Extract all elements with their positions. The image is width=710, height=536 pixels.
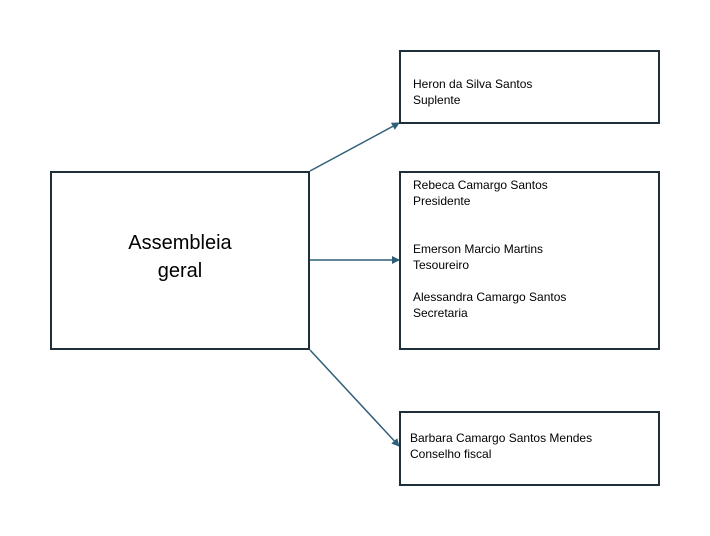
tesoureiro-name: Emerson Marcio Martins	[413, 242, 544, 256]
conselho-fiscal-name: Barbara Camargo Santos Mendes	[410, 431, 593, 445]
suplente-entry: Heron da Silva Santos Suplente	[413, 76, 532, 108]
suplente-name: Heron da Silva Santos	[413, 77, 533, 91]
presidente-entry: Rebeca Camargo Santos Presidente	[413, 177, 548, 209]
suplente-role: Suplente	[413, 93, 461, 107]
suplente-box: Heron da Silva Santos Suplente	[399, 50, 660, 124]
conselho-fiscal-role: Conselho fiscal	[410, 447, 492, 461]
presidente-name: Rebeca Camargo Santos	[413, 178, 548, 192]
secretaria-entry: Alessandra Camargo Santos Secretaria	[413, 289, 566, 321]
conselho-fiscal-entry: Barbara Camargo Santos Mendes Conselho f…	[410, 430, 592, 462]
secretaria-role: Secretaria	[413, 306, 468, 320]
tesoureiro-role: Tesoureiro	[413, 258, 470, 272]
presidente-role: Presidente	[413, 194, 471, 208]
secretaria-name: Alessandra Camargo Santos	[413, 290, 567, 304]
assembleia-geral-box: Assembleia geral	[50, 171, 310, 350]
board-box: Rebeca Camargo Santos Presidente Emerson…	[399, 171, 660, 350]
conselho-fiscal-box: Barbara Camargo Santos Mendes Conselho f…	[399, 411, 660, 486]
tesoureiro-entry: Emerson Marcio Martins Tesoureiro	[413, 241, 543, 273]
connector-to-conselho-fiscal	[309, 349, 400, 447]
connector-to-suplente	[309, 122, 400, 172]
assembleia-geral-label: Assembleia geral	[128, 231, 232, 282]
